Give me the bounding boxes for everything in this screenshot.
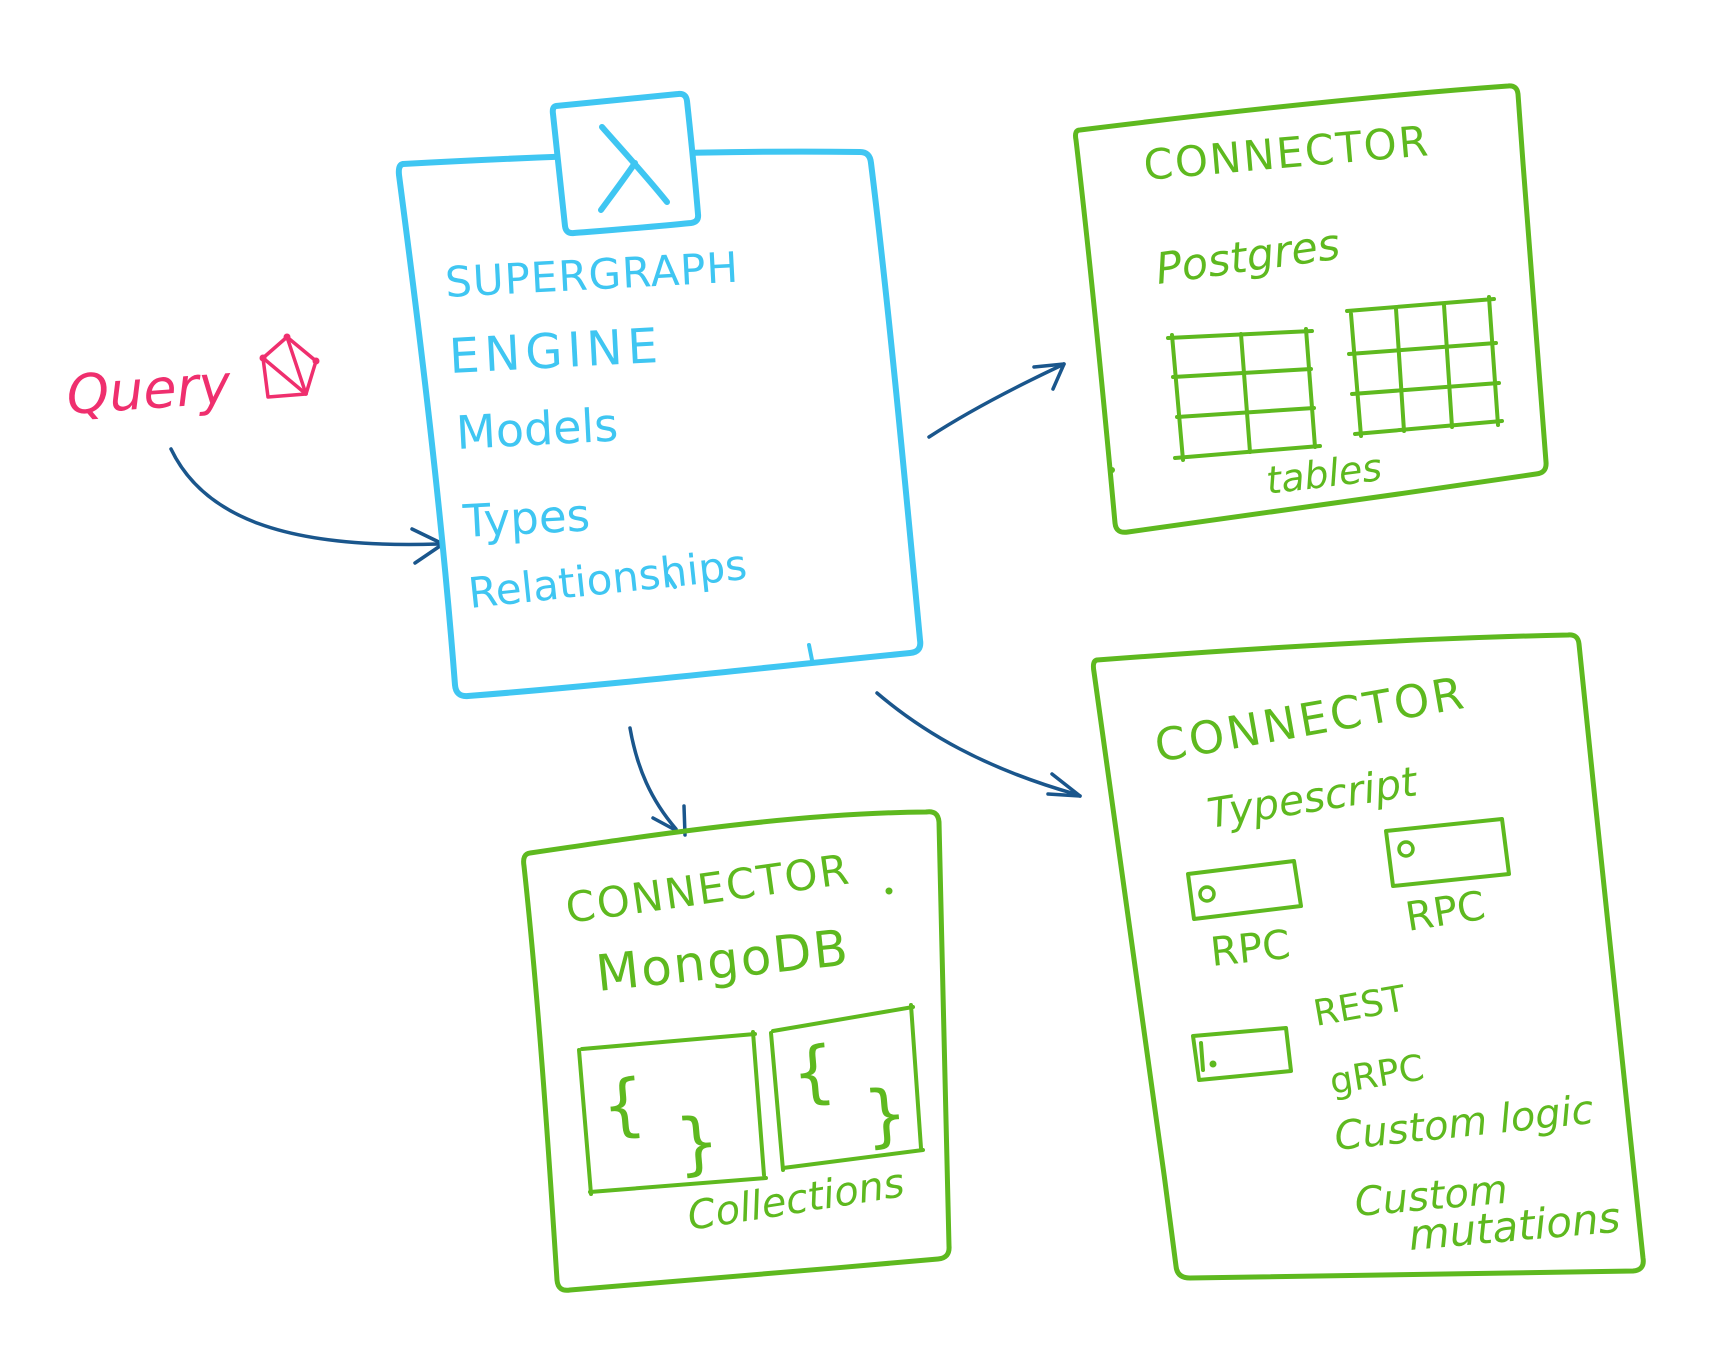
lambda-icon	[598, 124, 670, 213]
engine-title-line1: SUPERGRAPH	[444, 243, 740, 307]
document-braces-icon-right: { }	[769, 1003, 925, 1172]
connector-typescript-node: CONNECTOR Typescript RPC RPC REST gRPC C…	[1090, 632, 1646, 1281]
document-braces-icon-left: { }	[577, 1030, 768, 1196]
rest-label: REST	[1310, 978, 1409, 1035]
lambda-badge	[549, 90, 702, 237]
query-node: Query	[65, 333, 320, 427]
table-grid-icon-left	[1166, 327, 1322, 462]
rpc-right-label: RPC	[1402, 883, 1488, 941]
postgres-title: CONNECTOR	[1142, 116, 1432, 190]
brace-open-glyph: {	[789, 1031, 839, 1113]
arrow-engine-to-postgres	[927, 362, 1066, 439]
arrow-engine-to-typescript	[875, 691, 1082, 798]
engine-item-relationships: Relationships	[466, 540, 749, 618]
stray-tick-cyan-2	[807, 643, 814, 662]
connector-postgres-node: CONNECTOR Postgres tables	[1073, 83, 1549, 535]
typescript-title: CONNECTOR	[1151, 666, 1471, 773]
engine-item-models: Models	[455, 398, 620, 460]
arrow-query-to-engine	[169, 447, 445, 565]
mongodb-subtitle: MongoDB	[593, 919, 852, 1003]
endpoint-box-icon-left	[1186, 859, 1303, 921]
lambda-badge-box	[549, 90, 702, 237]
query-label: Query	[65, 353, 234, 427]
postgres-caption: tables	[1264, 445, 1385, 503]
postgres-box	[1073, 83, 1549, 535]
engine-box	[395, 148, 924, 700]
connector-mongodb-node: CONNECTOR MongoDB { } { } Collections	[521, 809, 952, 1293]
endpoint-box-icon-right	[1384, 817, 1511, 888]
mongodb-title: CONNECTOR	[563, 844, 854, 932]
stray-dot-green	[1109, 467, 1115, 473]
table-grid-icon-right	[1345, 295, 1504, 438]
arrow-engine-to-mongodb	[628, 726, 687, 837]
supergraph-engine-node: SUPERGRAPH ENGINE Models Types Relations…	[395, 90, 924, 700]
engine-title-line2: ENGINE	[448, 318, 664, 385]
endpoint-box-icon-rest	[1191, 1026, 1293, 1082]
brace-open-glyph: {	[599, 1064, 649, 1146]
stray-tick-cyan-1	[666, 574, 677, 589]
brace-close-glyph: }	[861, 1074, 911, 1156]
mongodb-box	[521, 809, 952, 1293]
graph-polygon-icon	[259, 333, 320, 399]
typescript-subtitle: Typescript	[1204, 757, 1422, 838]
brace-close-glyph: }	[673, 1102, 723, 1184]
rpc-left-label: RPC	[1208, 922, 1292, 976]
postgres-subtitle: Postgres	[1153, 220, 1343, 295]
mongodb-title-dot	[885, 887, 893, 895]
grpc-label: gRPC	[1327, 1048, 1427, 1103]
engine-item-types: Types	[461, 488, 591, 548]
typescript-box	[1090, 632, 1646, 1281]
custom-logic-label: Custom logic	[1332, 1087, 1595, 1160]
